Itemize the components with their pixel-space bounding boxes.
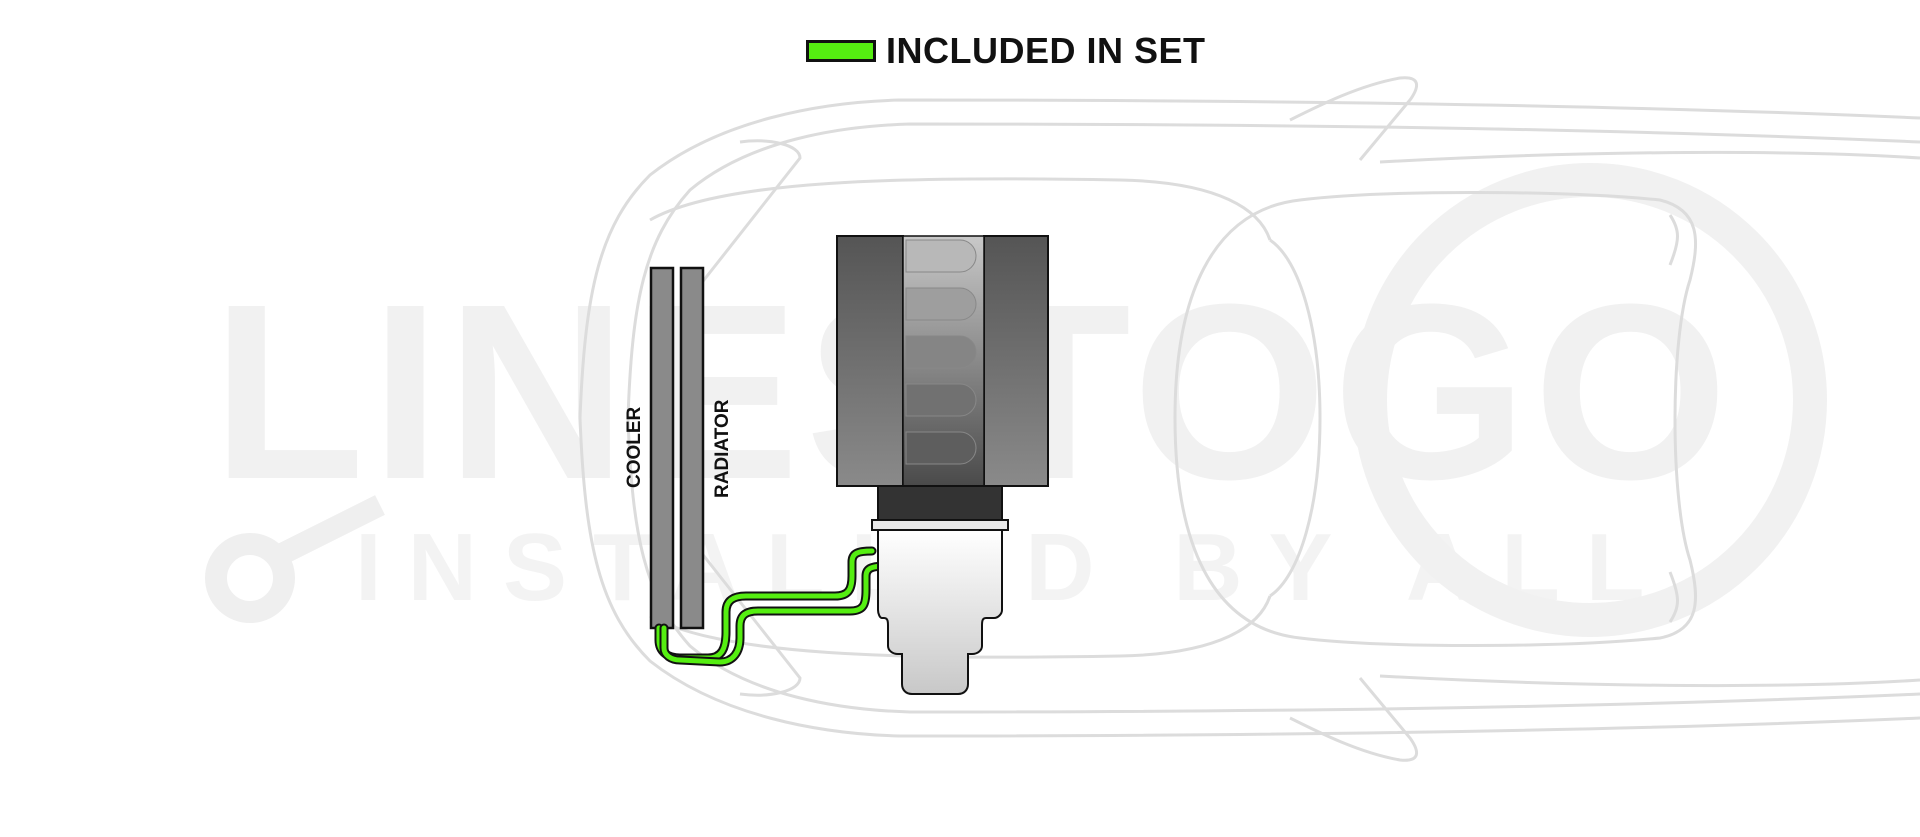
engine	[836, 235, 1049, 531]
cooler	[649, 266, 675, 630]
transmission	[877, 529, 1003, 695]
wrench-icon	[205, 495, 385, 623]
legend-swatch	[806, 40, 876, 62]
legend: INCLUDED IN SET	[806, 30, 1206, 72]
watermark-ring	[1353, 163, 1827, 637]
radiator	[679, 266, 705, 630]
legend-label: INCLUDED IN SET	[886, 30, 1206, 71]
radiator-label: RADIATOR	[712, 399, 733, 498]
cooler-label: COOLER	[624, 406, 645, 488]
cooler-lines	[654, 546, 892, 667]
